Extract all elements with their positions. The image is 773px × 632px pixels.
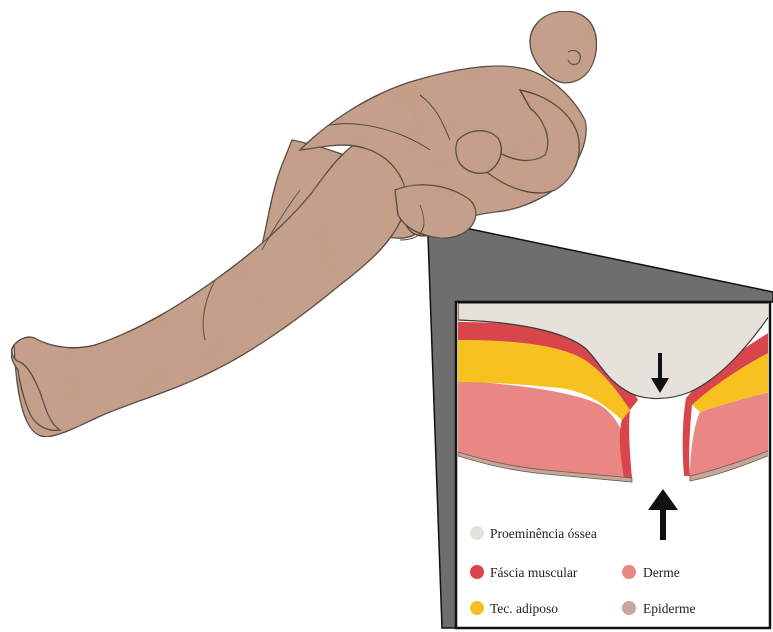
tissue-detail-panel: Proeminência óssea Fáscia muscular Derme…	[456, 302, 770, 628]
legend-label-derme: Derme	[643, 565, 680, 580]
legend-label-bone: Proeminência óssea	[490, 526, 597, 541]
legend-swatch-epiderme	[622, 601, 636, 615]
legend-swatch-derme	[622, 565, 636, 579]
legend-item-bone: Proeminência óssea	[470, 526, 597, 541]
head	[530, 11, 597, 83]
legend-label-epiderme: Epiderme	[643, 601, 695, 616]
legend-label-fascia: Fáscia muscular	[490, 565, 578, 580]
legend-item-derme: Derme	[622, 565, 680, 580]
legend-swatch-fascia	[470, 565, 484, 579]
legend-swatch-adiposo	[470, 601, 484, 615]
legend-label-adiposo: Tec. adiposo	[490, 601, 558, 616]
legend-swatch-bone	[470, 526, 484, 540]
fist	[456, 131, 501, 174]
